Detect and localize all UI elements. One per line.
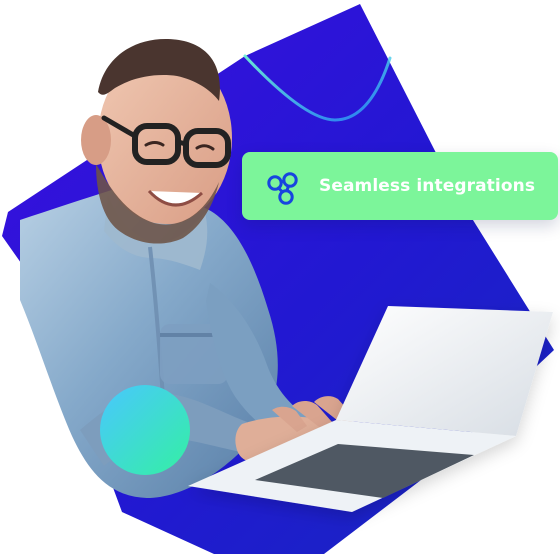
glasses-bridge	[175, 139, 189, 147]
person-left-eye	[144, 141, 165, 147]
laptop-lid	[336, 306, 553, 436]
integration-badge: Seamless integrations	[242, 152, 558, 220]
shirt-collar	[104, 196, 208, 270]
person-hair	[98, 38, 220, 101]
person-fingers	[272, 396, 355, 432]
person-beard	[96, 164, 219, 244]
person-right-arm	[206, 283, 334, 454]
glasses-arm	[101, 115, 138, 139]
gradient-circle	[100, 385, 190, 475]
shirt-pocket	[160, 324, 228, 384]
person-smile	[147, 189, 203, 207]
person-face	[98, 52, 232, 224]
person-right-eye	[195, 144, 215, 151]
accent-line	[243, 54, 392, 122]
glasses-right-lens	[183, 128, 231, 168]
integration-nodes-icon	[267, 172, 298, 205]
integration-badge-label: Seamless integrations	[319, 176, 536, 196]
laptop-keyboard	[255, 444, 474, 498]
person-ear	[81, 115, 111, 165]
